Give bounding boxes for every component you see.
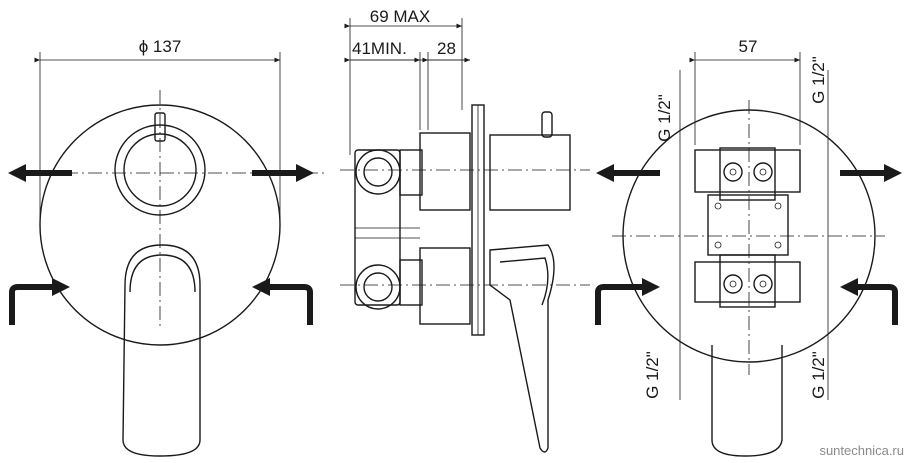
thread-label-bottom-right: G 1/2" [809, 351, 828, 399]
rear-lever [711, 345, 783, 457]
watermark: suntechnica.ru [819, 443, 904, 458]
side-view: 69 MAX 41MIN. 28 [340, 7, 590, 453]
rear-inlet-arrow-right [840, 278, 898, 325]
diverter-knob-inner [123, 133, 197, 207]
rear-view: 57 G 1/2" G 1/2" G 1/2" G 1/2" [595, 37, 902, 457]
port-spacing-dimension: 57 [739, 37, 758, 56]
mounting-bracket [707, 194, 789, 256]
rear-outlet-arrow-left [596, 164, 660, 182]
diverter-indicator [154, 112, 166, 142]
rear-inlet-arrow-left [595, 278, 660, 325]
diverter-knob-outer [114, 124, 206, 216]
lever-handle [122, 244, 201, 457]
diverter-pin [541, 111, 553, 138]
diameter-dimension: ϕ 137 [139, 37, 182, 56]
valve-body [354, 149, 401, 306]
depth-min-dimension: 41MIN. [352, 39, 407, 58]
outlet-arrow-right [252, 164, 314, 182]
depth-adjust-dimension: 28 [437, 39, 456, 58]
rear-outlet-arrow-right [840, 164, 902, 182]
lever-side-profile [489, 244, 555, 453]
front-view: ϕ 137 [8, 37, 325, 457]
rear-body-lower [694, 261, 801, 303]
inlet-arrow-right [252, 278, 313, 325]
lower-port [355, 264, 401, 310]
rear-body-upper [694, 149, 801, 193]
depth-max-dimension: 69 MAX [370, 7, 430, 26]
upper-port [355, 149, 401, 195]
inlet-arrow-left [9, 278, 70, 325]
thread-label-bottom-left: G 1/2" [643, 351, 662, 399]
diverter-body [489, 134, 571, 211]
thread-label-top-right: G 1/2" [809, 56, 828, 104]
thread-label-top-left: G 1/2" [655, 94, 674, 142]
outlet-arrow-left [8, 164, 72, 182]
